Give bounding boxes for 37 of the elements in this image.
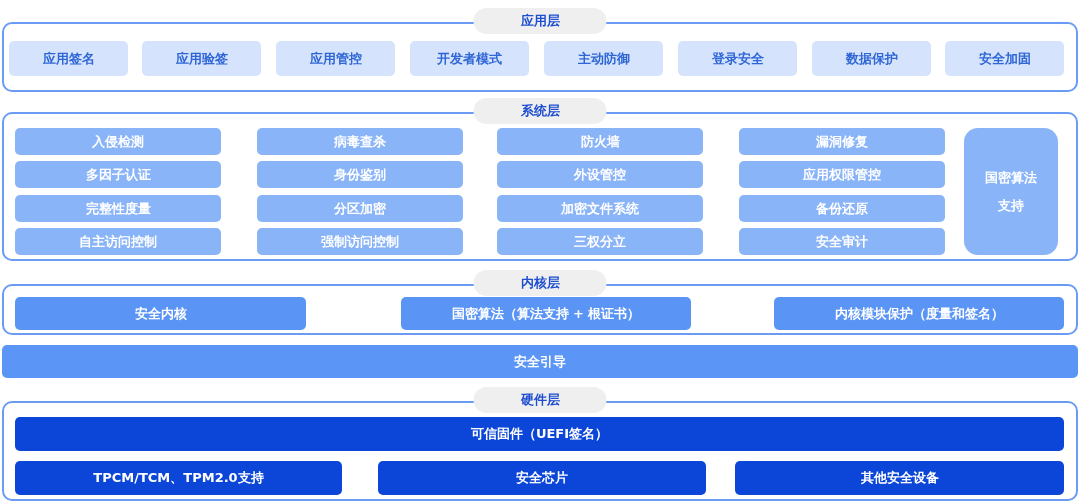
module-tile: 漏洞修复 bbox=[739, 128, 945, 155]
module-tile: 自主访问控制 bbox=[15, 228, 221, 255]
module-tile: 安全芯片 bbox=[378, 461, 706, 495]
module-tile: 应用管控 bbox=[276, 41, 395, 76]
module-tile: 登录安全 bbox=[678, 41, 797, 76]
module-tile: 安全加固 bbox=[945, 41, 1064, 76]
module-tile: 内核模块保护（度量和签名） bbox=[774, 297, 1064, 330]
module-tile: 安全审计 bbox=[739, 228, 945, 255]
module-tile: 主动防御 bbox=[544, 41, 663, 76]
module-tile: 国密算法（算法支持 + 根证书） bbox=[401, 297, 691, 330]
layer-title-tab: 硬件层 bbox=[473, 387, 607, 413]
module-tile: 应用签名 bbox=[9, 41, 128, 76]
module-tile: 完整性度量 bbox=[15, 195, 221, 222]
module-tile: 加密文件系统 bbox=[497, 195, 703, 222]
module-tile: 身份鉴别 bbox=[257, 161, 463, 188]
module-tile: 国密算法支持 bbox=[964, 128, 1058, 255]
module-tile: TPCM/TCM、TPM2.0支持 bbox=[15, 461, 342, 495]
module-tile: 病毒查杀 bbox=[257, 128, 463, 155]
module-tile: 数据保护 bbox=[812, 41, 931, 76]
module-tile: 入侵检测 bbox=[15, 128, 221, 155]
layer-title-tab: 应用层 bbox=[473, 8, 607, 34]
module-tile: 多因子认证 bbox=[15, 161, 221, 188]
module-tile: 备份还原 bbox=[739, 195, 945, 222]
layer-title-tab: 系统层 bbox=[473, 98, 607, 124]
module-tile: 外设管控 bbox=[497, 161, 703, 188]
layer-bar: 安全引导 bbox=[2, 345, 1078, 378]
module-tile: 分区加密 bbox=[257, 195, 463, 222]
module-tile: 应用权限管控 bbox=[739, 161, 945, 188]
module-tile: 三权分立 bbox=[497, 228, 703, 255]
module-tile: 强制访问控制 bbox=[257, 228, 463, 255]
module-tile: 防火墙 bbox=[497, 128, 703, 155]
layer-title-tab: 内核层 bbox=[473, 270, 607, 296]
module-tile: 安全内核 bbox=[15, 297, 306, 330]
module-tile: 应用验签 bbox=[142, 41, 261, 76]
module-tile: 其他安全设备 bbox=[735, 461, 1064, 495]
module-tile: 可信固件（UEFI签名） bbox=[15, 417, 1064, 451]
module-tile: 开发者模式 bbox=[410, 41, 529, 76]
